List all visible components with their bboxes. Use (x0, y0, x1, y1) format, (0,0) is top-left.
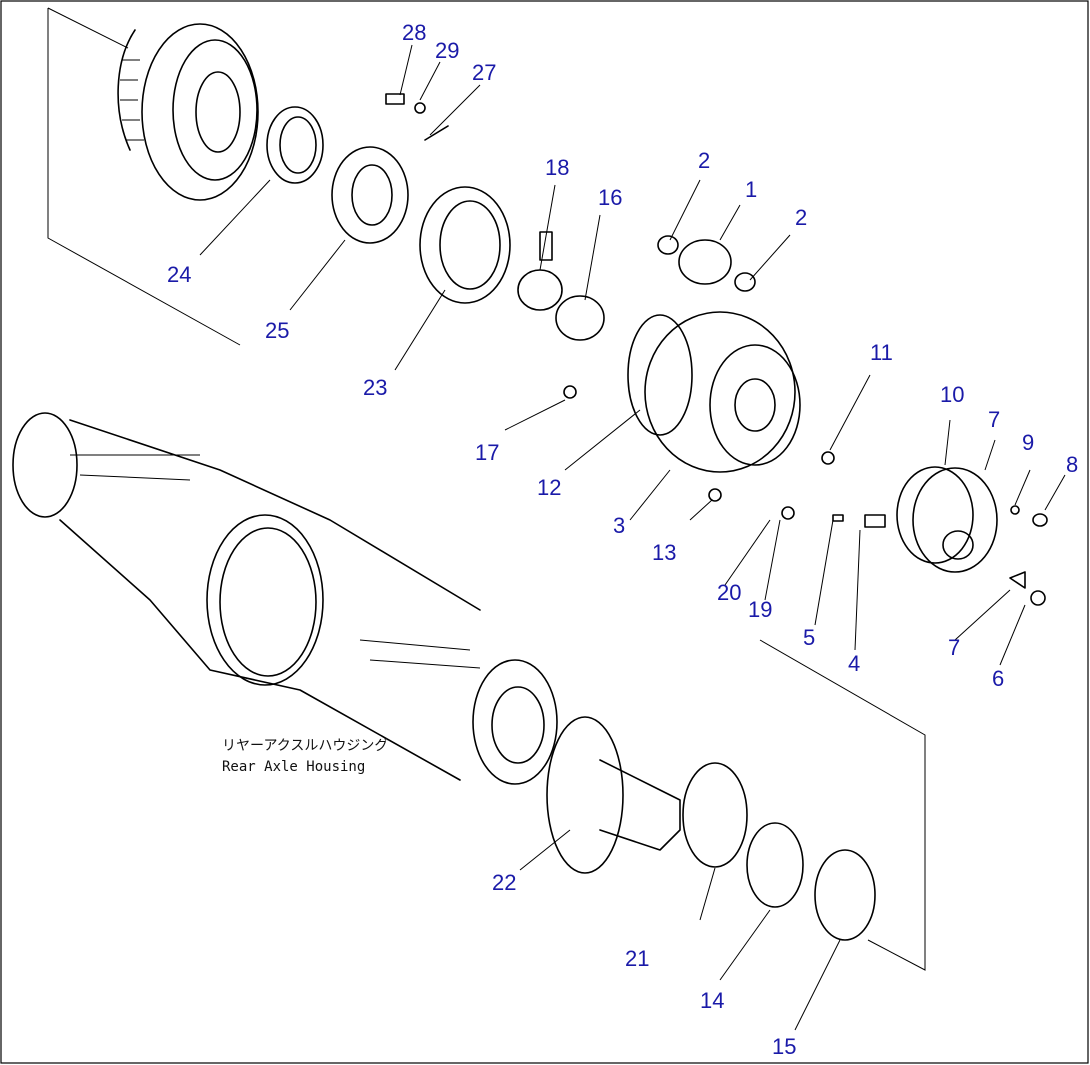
callout-22: 21 (625, 946, 649, 971)
callout-19: 18 (545, 155, 569, 180)
callout-8: 7 (988, 407, 1000, 432)
callout-labels: 28 29 27 18 16 2 1 2 24 25 23 11 10 7 9 … (167, 20, 1078, 1059)
callout-11: 10 (940, 382, 964, 407)
callout-12: 11 (870, 340, 893, 365)
callout-9: 8 (1066, 452, 1078, 477)
callout-10: 9 (1022, 430, 1034, 455)
top-hub-assembly (117, 23, 511, 304)
callout-21: 20 (717, 580, 741, 605)
callout-29: 29 (435, 38, 459, 63)
callout-28: 28 (402, 20, 426, 45)
callout-25: 24 (167, 262, 191, 287)
callout-20: 19 (748, 597, 772, 622)
callout-6: 6 (992, 666, 1004, 691)
lock-plates (517, 231, 605, 341)
center-bearing (657, 235, 756, 292)
callout-7: 7 (948, 635, 960, 660)
end-cover (896, 466, 998, 573)
callout-26: 25 (265, 318, 289, 343)
callout-16: 15 (772, 1034, 796, 1059)
callout-13: 12 (537, 475, 561, 500)
callout-23: 22 (492, 870, 516, 895)
planetary-carrier (627, 311, 801, 473)
callout-17: 16 (598, 185, 622, 210)
shaft-rings (682, 762, 876, 941)
callout-14: 13 (652, 540, 676, 565)
axle-shaft-flange (546, 716, 681, 874)
callout-27: 27 (472, 60, 496, 85)
top-fasteners (385, 93, 449, 141)
caption-english: Rear Axle Housing (222, 759, 365, 775)
callout-2b: 2 (795, 205, 807, 230)
rear-axle-housing (12, 412, 558, 785)
callout-4: 4 (848, 651, 860, 676)
housing-caption: リヤーアクスルハウジング Rear Axle Housing (222, 738, 388, 775)
callout-24: 23 (363, 375, 387, 400)
callout-5: 5 (803, 625, 815, 650)
callout-18: 17 (475, 440, 499, 465)
callout-1: 1 (745, 177, 757, 202)
callout-15: 14 (700, 988, 724, 1013)
callout-3: 3 (613, 513, 625, 538)
small-bolts (563, 385, 1048, 606)
assembly-frame-lines (47, 7, 926, 971)
callout-2a: 2 (698, 148, 710, 173)
leader-lines (199, 44, 1066, 1031)
caption-japanese: リヤーアクスルハウジング (222, 738, 388, 754)
